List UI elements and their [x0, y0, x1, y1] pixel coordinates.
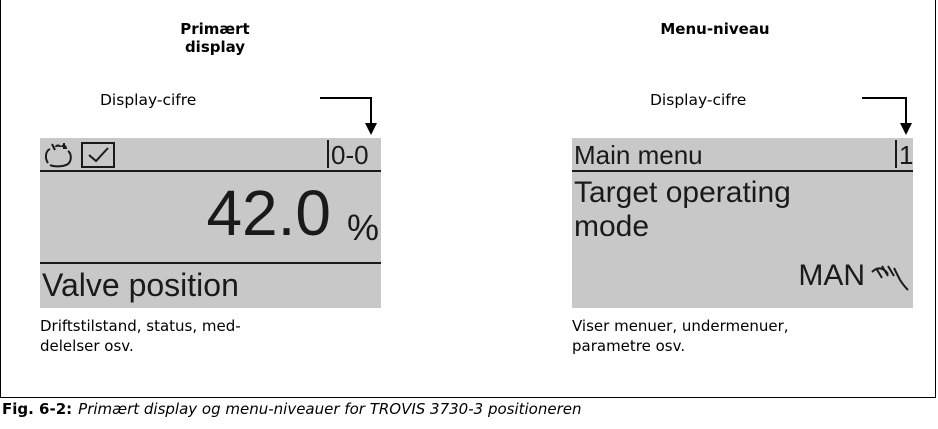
menu-item-line-2: mode — [574, 210, 650, 243]
right-digits-pointer-arrow — [862, 97, 912, 135]
primary-value: 42.0 — [206, 177, 331, 249]
primary-display-heading: Primært display — [180, 20, 250, 56]
figure-number: Fig. 6-2: — [2, 400, 73, 418]
parameter-label: Valve position — [42, 267, 239, 303]
primary-display-screen: 0-0 42.0 % Valve position — [40, 138, 381, 308]
menu-title: Main menu — [574, 140, 703, 170]
left-digits-pointer-arrow — [320, 97, 377, 135]
left-bottom-separator — [40, 262, 381, 264]
figure-caption: Fig. 6-2: Primært display og menu-niveaue… — [2, 400, 582, 418]
menu-item-line-1: Target operating — [574, 176, 791, 209]
right-display-digits-label: Display-cifre — [650, 91, 747, 109]
right-top-separator — [572, 170, 913, 172]
left-display-digits-label: Display-cifre — [100, 91, 197, 109]
left-top-row-divider — [327, 140, 329, 168]
menu-number: 1 — [899, 140, 913, 170]
menu-level-screen: Main menu 1 Target operating mode MAN — [572, 138, 913, 308]
primary-caption-line-1: Driftstilstand, status, med- — [40, 317, 241, 335]
menu-level-heading: Menu-niveau — [660, 20, 770, 38]
right-top-row-divider — [895, 140, 897, 168]
manual-hand-icon — [871, 265, 909, 291]
figure-title: Primært display og menu-niveauer for TRO… — [78, 400, 582, 418]
menu-level-caption: Viser menuer, undermenuer, parametre osv… — [572, 316, 789, 356]
primary-display-caption: Driftstilstand, status, med- delelser os… — [40, 316, 241, 356]
checkbox-icon — [81, 142, 115, 168]
menu-caption-line-1: Viser menuer, undermenuer, — [572, 317, 789, 335]
status-code: 0-0 — [331, 140, 369, 170]
hand-icon — [44, 143, 72, 168]
menu-caption-line-2: parametre osv. — [572, 337, 686, 355]
left-top-separator — [40, 170, 381, 172]
menu-item-value: MAN — [798, 259, 865, 292]
figure-frame — [0, 0, 936, 398]
primary-value-unit: % — [346, 207, 379, 248]
primary-caption-line-2: delelser osv. — [40, 337, 134, 355]
